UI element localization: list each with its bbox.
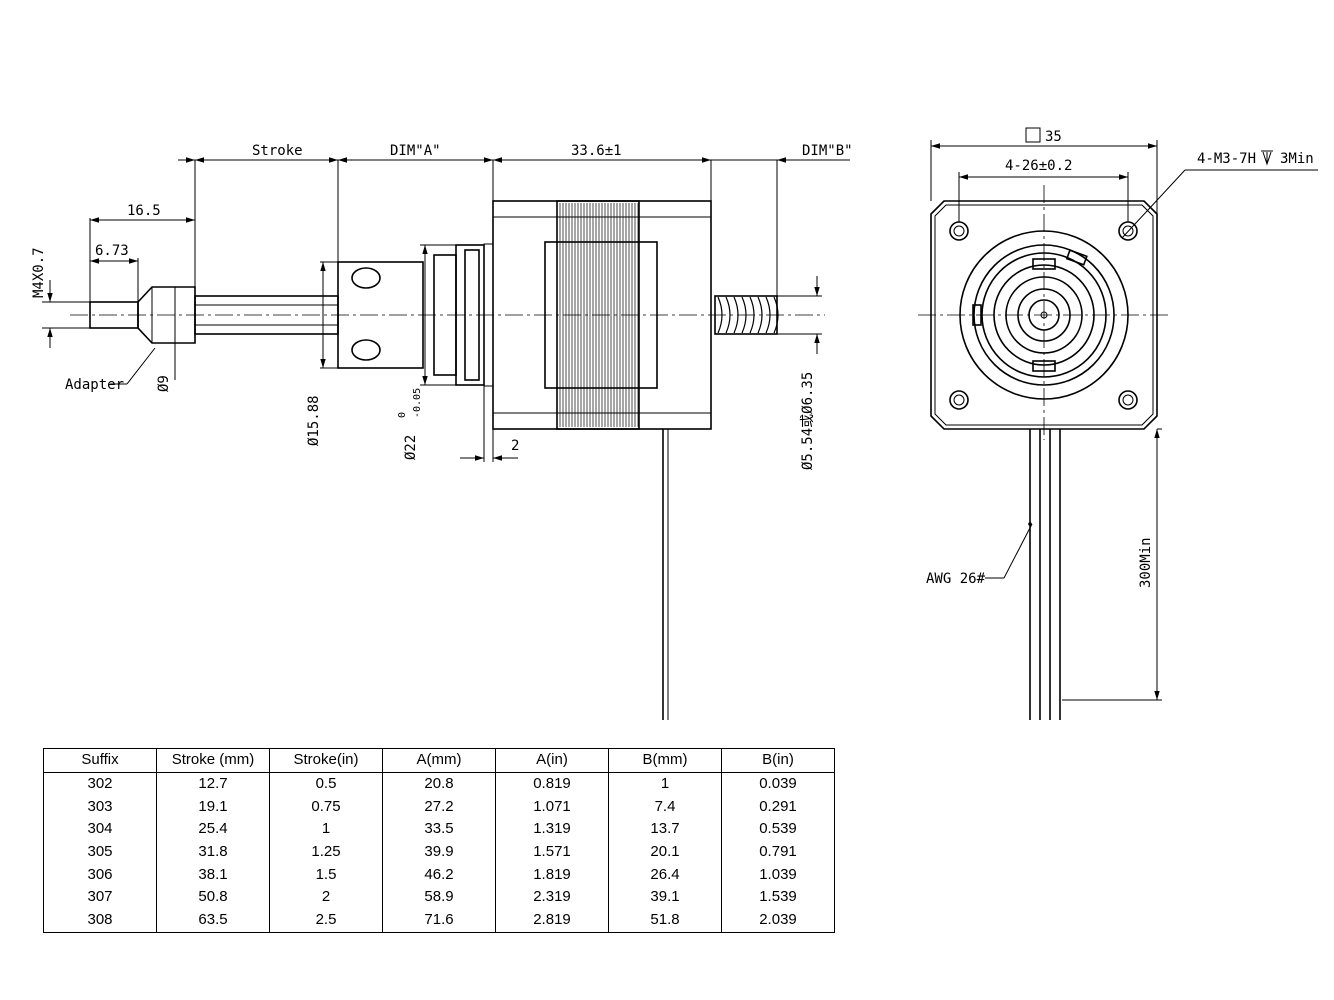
- cell: 0.75: [269, 795, 383, 819]
- cell: 27.2: [382, 795, 496, 819]
- cell: 0.291: [721, 795, 835, 819]
- side-view: Stroke DIM"A" 33.6±1 DIM"B" 16.5 6.73 M4…: [31, 143, 853, 720]
- tol-top-label: 0: [397, 412, 408, 418]
- cell: 303: [43, 795, 157, 819]
- dim-6-73-label: 6.73: [95, 243, 129, 259]
- dia-15-88-label: Ø15.88: [306, 395, 322, 446]
- cell: 1.039: [721, 863, 835, 887]
- depth-label: 3Min: [1280, 151, 1314, 167]
- cell: 71.6: [382, 908, 496, 933]
- cell: 7.4: [608, 795, 722, 819]
- cell: 1.5: [269, 863, 383, 887]
- cell: 304: [43, 818, 157, 841]
- tol-bot-label: -0.05: [412, 388, 423, 418]
- cell: 2.5: [269, 908, 383, 933]
- cell: 13.7: [608, 818, 722, 841]
- cell: 38.1: [156, 863, 270, 887]
- col-a-in: A(in): [495, 748, 609, 773]
- cell: 1: [269, 818, 383, 841]
- cell: 308: [43, 908, 157, 933]
- col-b-in: B(in): [721, 748, 835, 773]
- depth-icon: [1261, 150, 1273, 166]
- col-suffix: Suffix: [43, 748, 157, 773]
- lead-length-label: 300Min: [1138, 537, 1154, 588]
- dim-a-label: DIM"A": [390, 143, 441, 159]
- body-length-label: 33.6±1: [571, 143, 622, 159]
- cell: 1.25: [269, 840, 383, 864]
- dim-2-label: 2: [511, 438, 519, 454]
- cell: 0.539: [721, 818, 835, 841]
- dia-22-label: Ø22: [403, 435, 419, 460]
- dim-b-label: DIM"B": [802, 143, 853, 159]
- spec-table: Suffix Stroke (mm) Stroke(in) A(mm) A(in…: [43, 748, 835, 933]
- cell: 19.1: [156, 795, 270, 819]
- cell: 50.8: [156, 886, 270, 909]
- cell: 26.4: [608, 863, 722, 887]
- dim-16-5-label: 16.5: [127, 203, 161, 219]
- cell: 20.8: [382, 772, 496, 796]
- holes-label: 4-M3-7H: [1197, 151, 1256, 167]
- cell: 1.819: [495, 863, 609, 887]
- cell: 2.319: [495, 886, 609, 909]
- cell: 1.571: [495, 840, 609, 864]
- col-stroke-mm: Stroke (mm): [156, 748, 270, 773]
- stroke-label: Stroke: [252, 143, 303, 159]
- col-a-mm: A(mm): [382, 748, 496, 773]
- cell: 1.319: [495, 818, 609, 841]
- rear-screw-thread: [717, 296, 779, 334]
- cell: 31.8: [156, 840, 270, 864]
- cell: 0.791: [721, 840, 835, 864]
- cell: 1.539: [721, 886, 835, 909]
- awg-label: AWG 26#: [926, 571, 986, 587]
- front-view: 35 4-26±0.2 4-M3-7H 3Min AWG 26# 300Min: [918, 127, 1318, 720]
- cell: 2.039: [721, 908, 835, 933]
- cell: 307: [43, 886, 157, 909]
- screw-dia-label: Ø5.54或Ø6.35: [800, 372, 816, 470]
- cell: 58.9: [382, 886, 496, 909]
- cell: 33.5: [382, 818, 496, 841]
- cell: 12.7: [156, 772, 270, 796]
- cell: 39.9: [382, 840, 496, 864]
- cell: 0.039: [721, 772, 835, 796]
- dia-9-label: Ø9: [156, 375, 172, 392]
- hole-spacing-label: 4-26±0.2: [1005, 158, 1072, 174]
- coil-winding-hatch: [559, 203, 639, 427]
- square-35-label: 35: [1045, 129, 1062, 145]
- cell: 2.819: [495, 908, 609, 933]
- cell: 25.4: [156, 818, 270, 841]
- cell: 46.2: [382, 863, 496, 887]
- cell: 1.071: [495, 795, 609, 819]
- cell: 302: [43, 772, 157, 796]
- cell: 51.8: [608, 908, 722, 933]
- cell: 0.819: [495, 772, 609, 796]
- cell: 305: [43, 840, 157, 864]
- adapter-label: Adapter: [65, 377, 124, 393]
- cell: 20.1: [608, 840, 722, 864]
- col-b-mm: B(mm): [608, 748, 722, 773]
- cell: 2: [269, 886, 383, 909]
- cell: 63.5: [156, 908, 270, 933]
- thread-label: M4X0.7: [31, 247, 47, 298]
- cell: 1: [608, 772, 722, 796]
- table-header-row: Suffix Stroke (mm) Stroke(in) A(mm) A(in…: [43, 748, 835, 773]
- motor-technical-drawing: Stroke DIM"A" 33.6±1 DIM"B" 16.5 6.73 M4…: [31, 127, 1318, 720]
- cell: 306: [43, 863, 157, 887]
- cell: 39.1: [608, 886, 722, 909]
- cell: 0.5: [269, 772, 383, 796]
- col-stroke-in: Stroke(in): [269, 748, 383, 773]
